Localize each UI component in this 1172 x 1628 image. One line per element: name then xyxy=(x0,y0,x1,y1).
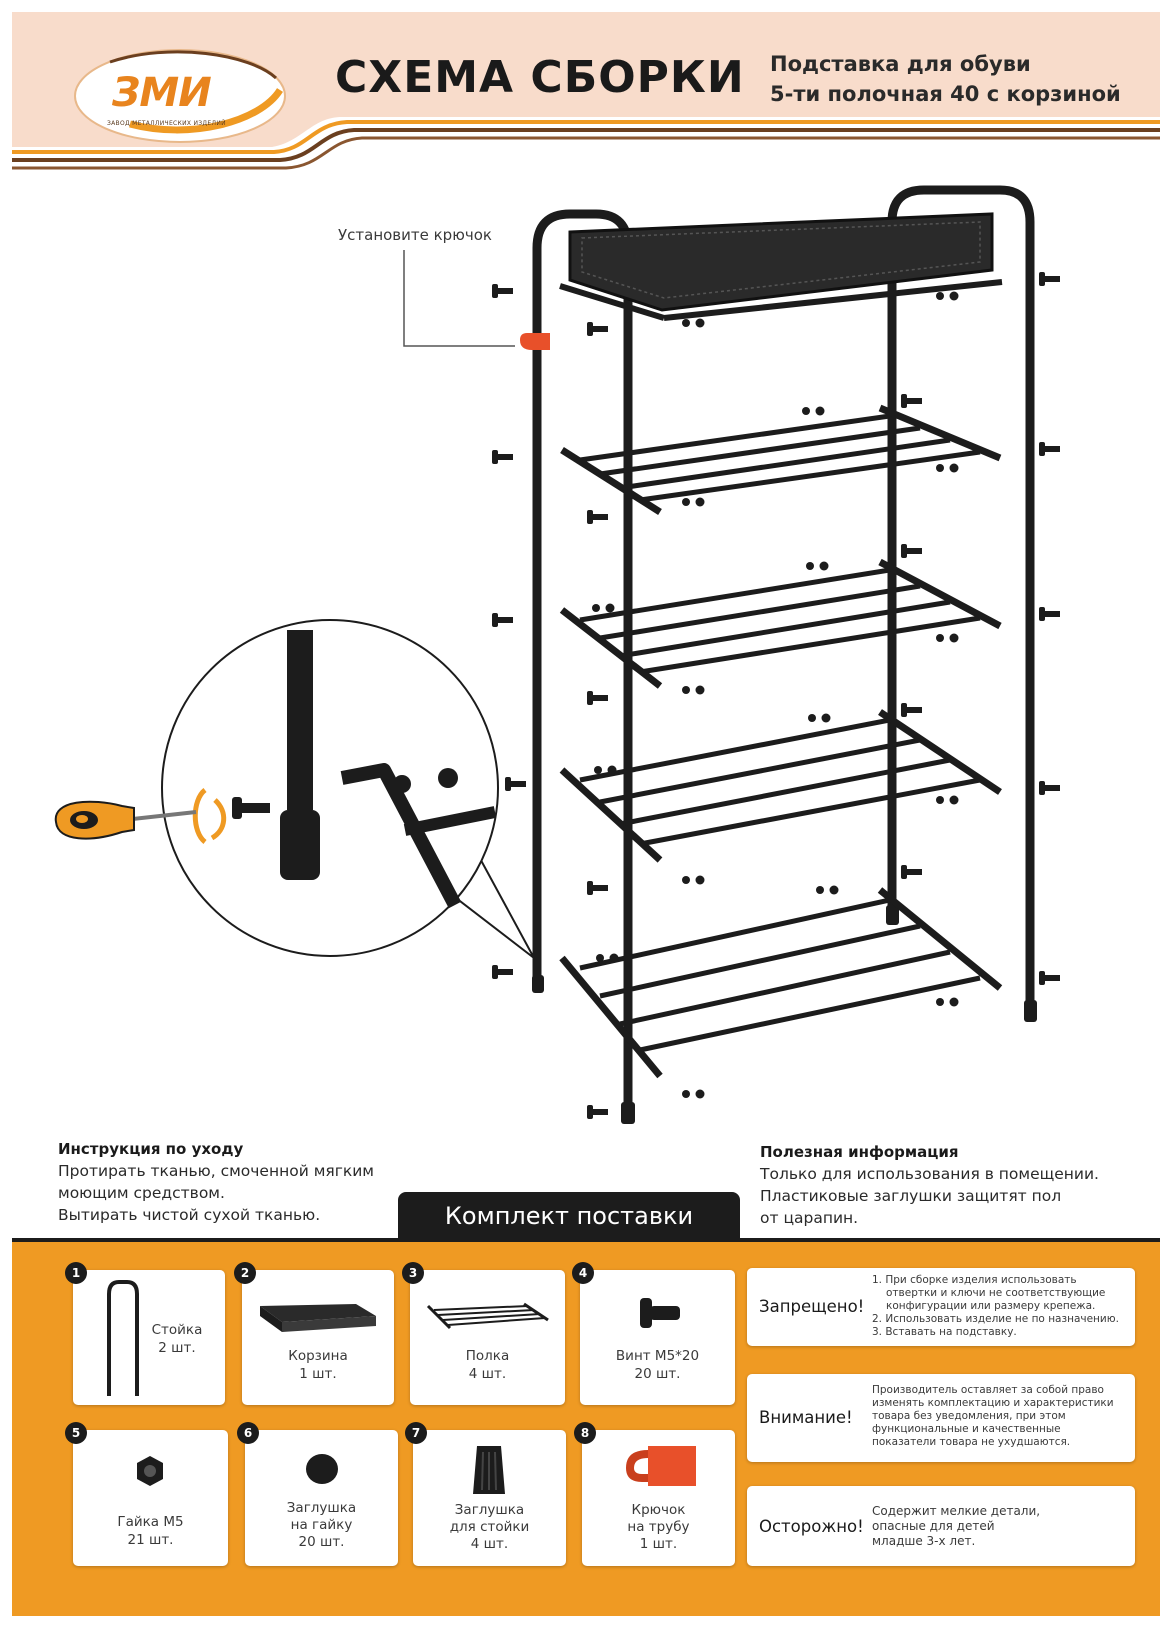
kit-item-basket: Корзина 1 шт. xyxy=(242,1270,394,1405)
kit-item-qty: 4 шт. xyxy=(468,1366,507,1382)
assembly-diagram xyxy=(54,185,1060,1124)
screwdriver-icon xyxy=(54,800,197,840)
kit-title: Комплект поставки xyxy=(444,1202,694,1230)
item-number-badge: 4 xyxy=(572,1262,594,1284)
header: ЗМИ ЗАВОД МЕТАЛЛИЧЕСКИХ ИЗДЕЛИЙ СХЕМА СБ… xyxy=(12,12,1160,182)
kit-item-name: Полка xyxy=(465,1348,510,1364)
kit-item-hook: Крючок на трубу 1 шт. xyxy=(582,1430,735,1566)
kit-item-qty: 1 шт. xyxy=(299,1366,337,1382)
kit-item-name: Крючок xyxy=(631,1502,686,1518)
basket xyxy=(559,212,1003,321)
kit-item-name: Корзина xyxy=(288,1348,348,1364)
rack-post-icon xyxy=(107,1280,139,1396)
kit-item-nut: Гайка М5 21 шт. xyxy=(73,1430,228,1566)
forbidden-notice: Запрещено! 1. При сборке изделия использ… xyxy=(747,1268,1135,1346)
kit-item-name: для стойки xyxy=(449,1519,530,1535)
nut-cap-icon xyxy=(306,1454,338,1484)
caution-title: Осторожно! xyxy=(759,1517,864,1536)
page-title: СХЕМА СБОРКИ xyxy=(335,52,745,103)
shelf-2 xyxy=(559,558,1002,689)
zoom-detail xyxy=(161,619,535,959)
useful-info-line: от царапин. xyxy=(760,1209,859,1227)
kit-item-qty: 1 шт. xyxy=(639,1536,678,1552)
kit-item-name: Гайка М5 xyxy=(117,1514,184,1530)
logo-emblem xyxy=(74,49,286,143)
nut-icon xyxy=(137,1456,163,1486)
kit-item-qty: 2 шт. xyxy=(158,1340,196,1356)
basket-icon xyxy=(260,1304,376,1332)
shelf-1 xyxy=(560,404,1002,515)
forbidden-title: Запрещено! xyxy=(759,1297,865,1316)
item-number-badge: 8 xyxy=(574,1422,596,1444)
item-number-badge: 1 xyxy=(65,1262,87,1284)
useful-info-title: Полезная информация xyxy=(760,1143,959,1161)
kit-item-name: Заглушка xyxy=(454,1502,525,1518)
kit-item-qty: 20 шт. xyxy=(634,1366,681,1382)
item-number-badge: 3 xyxy=(402,1262,424,1284)
item-number-badge: 7 xyxy=(405,1422,427,1444)
care-line: моющим средством. xyxy=(58,1184,225,1202)
logo-subtitle: ЗАВОД МЕТАЛЛИЧЕСКИХ ИЗДЕЛИЙ xyxy=(107,120,226,127)
product-variant: 5-ти полочная 40 с корзиной xyxy=(770,82,1121,106)
kit-item-qty: 4 шт. xyxy=(470,1536,509,1552)
kit-item-name: Стойка xyxy=(151,1322,203,1338)
hook-callout xyxy=(403,250,550,350)
screw-icon xyxy=(640,1298,680,1328)
forbidden-text: 1. При сборке изделия использовать отвер… xyxy=(872,1274,1119,1338)
hook-instruction: Установите крючок xyxy=(338,226,492,244)
kit-item-post-cap: Заглушка для стойки 4 шт. xyxy=(413,1430,566,1566)
attention-text: Производитель оставляет за собой право и… xyxy=(872,1384,1114,1448)
kit-item-qty: 21 шт. xyxy=(127,1532,174,1548)
kit-item-shelf: Полка 4 шт. xyxy=(410,1270,565,1405)
care-title: Инструкция по уходу xyxy=(58,1140,244,1158)
care-line: Протирать тканью, смоченной мягким xyxy=(58,1162,375,1180)
rack-post-right xyxy=(886,185,1037,1022)
shelf-4 xyxy=(559,887,1003,1079)
header-background xyxy=(12,12,1160,182)
product-name: Подставка для обуви xyxy=(770,52,1031,76)
kit-tab: Комплект поставки xyxy=(398,1192,740,1242)
care-line: Вытирать чистой сухой тканью. xyxy=(58,1206,321,1224)
logo-text: ЗМИ xyxy=(112,70,212,116)
item-number-badge: 5 xyxy=(65,1422,87,1444)
kit-item-qty: 20 шт. xyxy=(298,1534,345,1550)
hook-icon xyxy=(626,1446,696,1486)
useful-info-line: Только для использования в помещении. xyxy=(760,1165,1099,1183)
shelf-icon xyxy=(426,1302,549,1330)
item-number-badge: 6 xyxy=(237,1422,259,1444)
item-number-badge: 2 xyxy=(234,1262,256,1284)
kit-item-nut-cap: Заглушка на гайку 20 шт. xyxy=(245,1430,398,1566)
caution-notice: Осторожно! Содержит мелкие детали, опасн… xyxy=(747,1486,1135,1566)
attention-title: Внимание! xyxy=(759,1408,853,1427)
kit-item-name: Винт М5*20 xyxy=(615,1348,700,1364)
post-cap-icon xyxy=(473,1446,505,1494)
kit-item-screw: Винт М5*20 20 шт. xyxy=(580,1270,735,1405)
kit-item-name: на трубу xyxy=(627,1519,690,1535)
kit-item-name: Заглушка xyxy=(286,1500,357,1516)
caution-text: Содержит мелкие детали, опасные для дете… xyxy=(872,1504,1041,1548)
kit-item-name: на гайку xyxy=(290,1517,353,1533)
shelf-3 xyxy=(559,709,1002,863)
kit-item-post: Стойка 2 шт. xyxy=(73,1270,225,1405)
attention-notice: Внимание! Производитель оставляет за соб… xyxy=(747,1374,1135,1462)
useful-info-line: Пластиковые заглушки защитят пол xyxy=(760,1187,1062,1205)
